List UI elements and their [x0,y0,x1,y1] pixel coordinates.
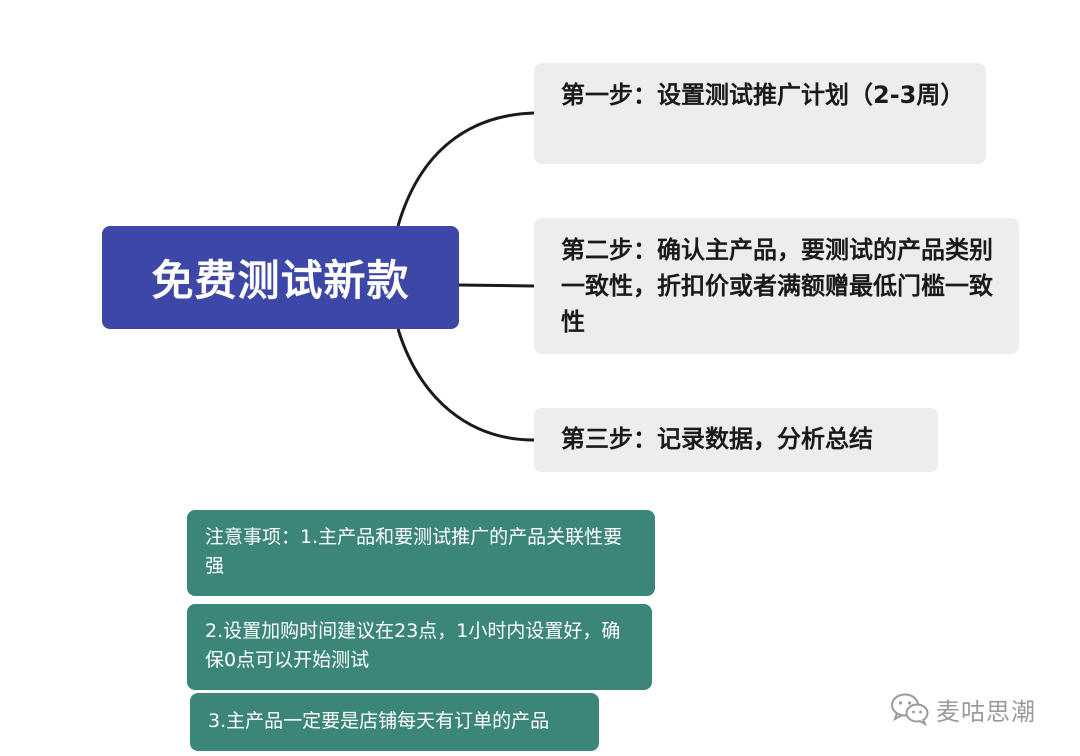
note-3-text: 3.主产品一定要是店铺每天有订单的产品 [208,710,550,732]
watermark-text: 麦咕思潮 [936,697,1036,726]
note-2-text: 2.设置加购时间建议在23点，1小时内设置好，确保0点可以开始测试 [205,620,621,671]
connector-step3 [396,328,535,442]
step-1-text: 第一步：设置测试推广计划（2-3周） [561,81,965,109]
note-node-1[interactable]: 注意事项：1.主产品和要测试推广的产品关联性要强 [187,510,655,596]
note-node-3[interactable]: 3.主产品一定要是店铺每天有订单的产品 [190,693,599,751]
connector-step1 [396,111,535,227]
connector-step2 [458,283,535,288]
step-2-text: 第二步：确认主产品，要测试的产品类别一致性，折扣价或者满额赠最低门槛一致性 [561,236,993,336]
root-title: 免费测试新款 [151,256,410,305]
step-node-3[interactable]: 第三步：记录数据，分析总结 [534,408,938,472]
wechat-icon [891,693,929,726]
step-3-text: 第三步：记录数据，分析总结 [561,425,873,453]
note-node-2[interactable]: 2.设置加购时间建议在23点，1小时内设置好，确保0点可以开始测试 [187,604,652,690]
step-node-2[interactable]: 第二步：确认主产品，要测试的产品类别一致性，折扣价或者满额赠最低门槛一致性 [534,218,1019,354]
root-node[interactable]: 免费测试新款 [102,226,459,329]
watermark: 麦咕思潮 [890,690,1036,728]
note-1-text: 注意事项：1.主产品和要测试推广的产品关联性要强 [205,526,623,577]
step-node-1[interactable]: 第一步：设置测试推广计划（2-3周） [534,63,986,164]
